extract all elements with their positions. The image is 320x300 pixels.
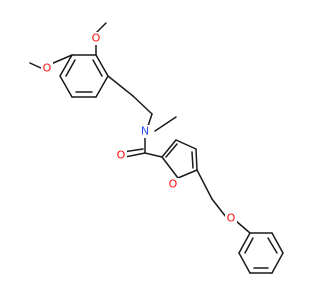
bond bbox=[144, 152, 163, 158]
bond bbox=[95, 54, 109, 77]
bond bbox=[191, 151, 194, 169]
atom-o-ether-label: O bbox=[227, 212, 236, 225]
bond bbox=[147, 113, 153, 127]
bond bbox=[29, 62, 44, 70]
atom-o-carbonyl: O bbox=[115, 149, 127, 162]
atom-o-furan-label: O bbox=[169, 178, 178, 191]
bond bbox=[238, 252, 251, 274]
bond bbox=[161, 156, 179, 179]
atom-o-methoxy-4-label: O bbox=[43, 62, 52, 75]
bond bbox=[211, 198, 227, 218]
bond bbox=[95, 75, 109, 98]
bond bbox=[165, 143, 178, 158]
bond bbox=[107, 75, 134, 97]
atom-n-amide: N bbox=[139, 125, 152, 138]
bond bbox=[271, 232, 284, 254]
atom-n-amide-label: N bbox=[141, 125, 149, 138]
atom-o-methoxy-3: O bbox=[90, 32, 102, 45]
atom-o-methoxy-4: O bbox=[41, 62, 53, 75]
bond bbox=[177, 169, 198, 179]
bond bbox=[238, 232, 251, 254]
atom-o-carbonyl-label: O bbox=[117, 149, 126, 162]
bond bbox=[195, 148, 198, 171]
bond bbox=[59, 54, 73, 77]
bond bbox=[65, 59, 76, 77]
atom-o-methoxy-3-label: O bbox=[92, 32, 101, 45]
bond bbox=[50, 54, 73, 65]
bonds bbox=[29, 22, 284, 274]
bond bbox=[267, 237, 278, 254]
bond bbox=[92, 59, 103, 77]
bond bbox=[244, 237, 254, 254]
bond bbox=[124, 152, 146, 158]
molecule-structure: O O N O O O bbox=[29, 22, 284, 274]
atom-o-furan: O bbox=[167, 178, 179, 191]
atom-labels: O O N O O O bbox=[41, 32, 237, 225]
bond bbox=[95, 22, 107, 34]
bond bbox=[196, 169, 213, 200]
bond bbox=[154, 116, 177, 132]
bond bbox=[271, 252, 284, 274]
bond bbox=[175, 139, 197, 150]
atom-o-ether: O bbox=[225, 212, 237, 225]
bond bbox=[59, 75, 73, 98]
bond bbox=[235, 220, 251, 234]
bond bbox=[161, 139, 177, 158]
bond bbox=[132, 95, 153, 115]
